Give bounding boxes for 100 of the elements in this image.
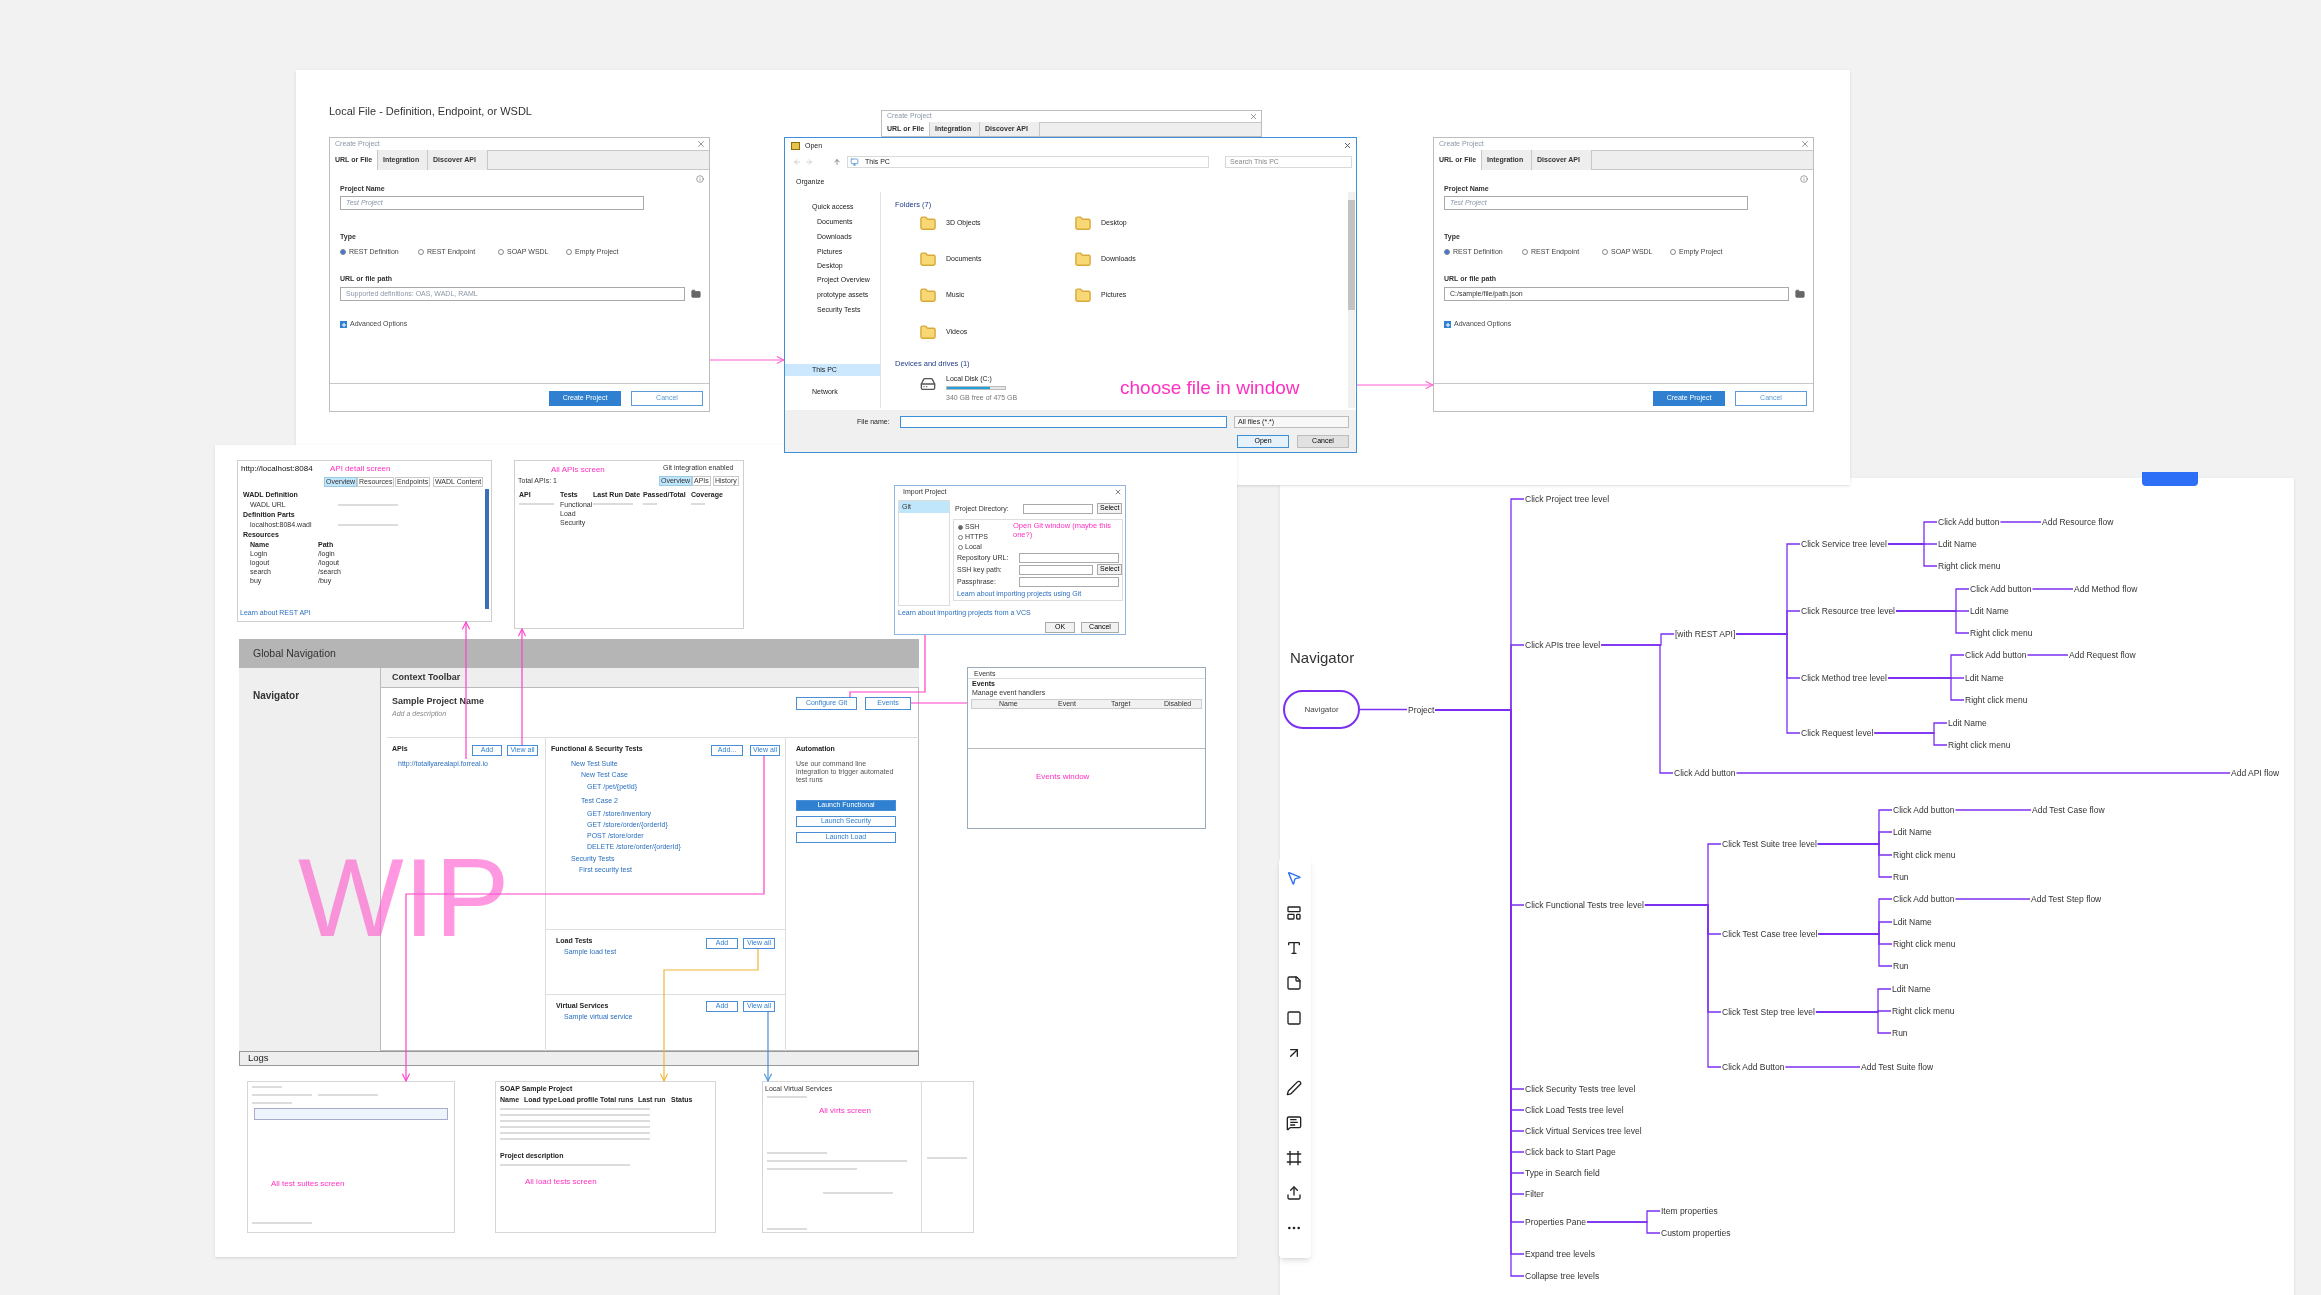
connector-line (910, 702, 968, 704)
connector-line (1954, 898, 2031, 900)
tree-item-label: Add Method flow (2073, 584, 2139, 594)
annotation: All test suites screen (271, 1179, 345, 1189)
page-heading: Local File - Definition, Endpoint, or WSDL (329, 106, 532, 117)
tree-item-label: Ldit Name (1891, 984, 1932, 994)
annotation: choose file in window (1120, 378, 1300, 397)
connector-line (1586, 1221, 1661, 1234)
tree-item-label: Ldit Name (1947, 718, 1988, 728)
tree-item-label: Right click menu (1892, 939, 1957, 949)
connector-line (1887, 677, 1965, 701)
tree-item-label: Custom properties (1660, 1228, 1732, 1238)
screen-thumbnail (237, 460, 492, 622)
tree-item-label: Collapse tree levels (1524, 1271, 1601, 1281)
tree-item-label: Click Add Button (1721, 1062, 1786, 1072)
tree-item-label: Add API flow (2230, 768, 2281, 778)
connector-line (1735, 633, 1801, 734)
connector-line (1784, 1066, 1861, 1068)
tree-item-label: Properties Pane (1524, 1217, 1587, 1227)
tree-item-label: Click Add button (1673, 768, 1737, 778)
connector-line (849, 634, 926, 698)
dialog-window (329, 137, 710, 412)
tree-item-label: Right click menu (1964, 695, 2029, 705)
section-panel (545, 929, 785, 994)
tree-item-label: Right click menu (1969, 628, 2034, 638)
tree-item-label: Click Add button (1892, 805, 1956, 815)
screen-thumbnail (247, 1081, 455, 1233)
connector-line (1999, 521, 2042, 523)
tree-item-label: Click Security Tests tree level (1524, 1084, 1637, 1094)
tree-item-label: Add Test Suite flow (1860, 1062, 1935, 1072)
tree-item-label: Click APIs tree level (1524, 640, 1602, 650)
tree-item-label: Type in Search field (1524, 1168, 1601, 1178)
tree-item-label: Click Resource tree level (1800, 606, 1896, 616)
tree-item-label: Click Add button (1969, 584, 2033, 594)
tree-item-label: Project (1407, 705, 1436, 715)
connector-line (1895, 610, 1970, 634)
connector-line (2026, 654, 2069, 656)
dialog-window (1433, 137, 1814, 412)
annotation: All load tests screen (525, 1177, 597, 1187)
logs-bar: Logs (239, 1051, 919, 1066)
frame-heading: Navigator (1290, 650, 1355, 665)
tree-item-label: Expand tree levels (1524, 1249, 1596, 1259)
connector-line (1954, 809, 2032, 811)
tree-item-label: Add Request flow (2068, 650, 2137, 660)
connector-line (1817, 843, 1893, 878)
screen-thumbnail (762, 1081, 974, 1233)
dialog-window (881, 110, 1262, 137)
connector-line (1817, 933, 1893, 967)
tree-item-label: Run (1891, 1028, 1909, 1038)
tree-item-label: Add Test Case flow (2031, 805, 2106, 815)
tree-item-label: Run (1892, 961, 1910, 971)
tree-item-label: Click Method tree level (1800, 673, 1888, 683)
tree-item-label: Right click menu (1892, 850, 1957, 860)
tree-item-label: Ldit Name (1937, 539, 1978, 549)
tree-item-label: Click Virtual Services tree level (1524, 1126, 1643, 1136)
tree-item-label: Click Functional Tests tree level (1524, 900, 1645, 910)
annotation: All virts screen (819, 1106, 871, 1116)
tree-item-label: Click Add button (1964, 650, 2028, 660)
connector-line (2031, 588, 2074, 590)
screen-thumbnail (514, 460, 744, 629)
arrow (1356, 380, 1434, 390)
tree-item-label: Right click menu (1947, 740, 2012, 750)
tree-item-label: Click Service tree level (1800, 539, 1888, 549)
dialog-window (967, 667, 1206, 829)
tree-item-label: Click Request level (1800, 728, 1875, 738)
arrow (517, 628, 527, 746)
annotation: Events window (1036, 772, 1090, 782)
arrow (461, 621, 471, 760)
connector-line (1873, 732, 1948, 746)
tree-item-label: Click Test Suite tree level (1721, 839, 1818, 849)
connector-line (1644, 904, 1722, 1068)
tree-item-label: Ldit Name (1892, 827, 1933, 837)
tree-item-label: Click Test Step tree level (1721, 1007, 1816, 1017)
section-panel (545, 737, 785, 929)
tree-item-label: Run (1892, 872, 1910, 882)
connector-line (1600, 644, 1674, 774)
connector-line (1735, 772, 2231, 774)
tree-item-label: Click Add button (1937, 517, 2001, 527)
dialog-window (894, 485, 1126, 635)
tree-item-label: Click back to Start Page (1524, 1147, 1617, 1157)
tree-item-label: Ldit Name (1969, 606, 2010, 616)
arrow (763, 1011, 773, 1082)
tree-item-label: Ldit Name (1892, 917, 1933, 927)
navigation-bar: Global Navigation (239, 639, 919, 668)
tree-item-label: Click Project tree level (1524, 494, 1611, 504)
tree-item-label: Ldit Name (1964, 673, 2005, 683)
connector-line (1359, 708, 1408, 711)
connector-line (1815, 1011, 1892, 1034)
tree-item-label: Filter (1524, 1189, 1545, 1199)
tree-item-label: Add Test Step flow (2030, 894, 2103, 904)
toolbar-bar: Context Toolbar (381, 668, 919, 688)
file-dialog-window (784, 137, 1357, 453)
tree-item-label: Right click menu (1937, 561, 2002, 571)
tree-item-label: Right click menu (1891, 1006, 1956, 1016)
tree-item-label: Add Resource flow (2041, 517, 2115, 527)
annotation: API detail screen (330, 464, 391, 474)
arrow (709, 355, 785, 365)
tree-item-label: Click Load Tests tree level (1524, 1105, 1625, 1115)
tree-item-label: Click Test Case tree level (1721, 929, 1819, 939)
annotation: All APIs screen (551, 465, 605, 475)
